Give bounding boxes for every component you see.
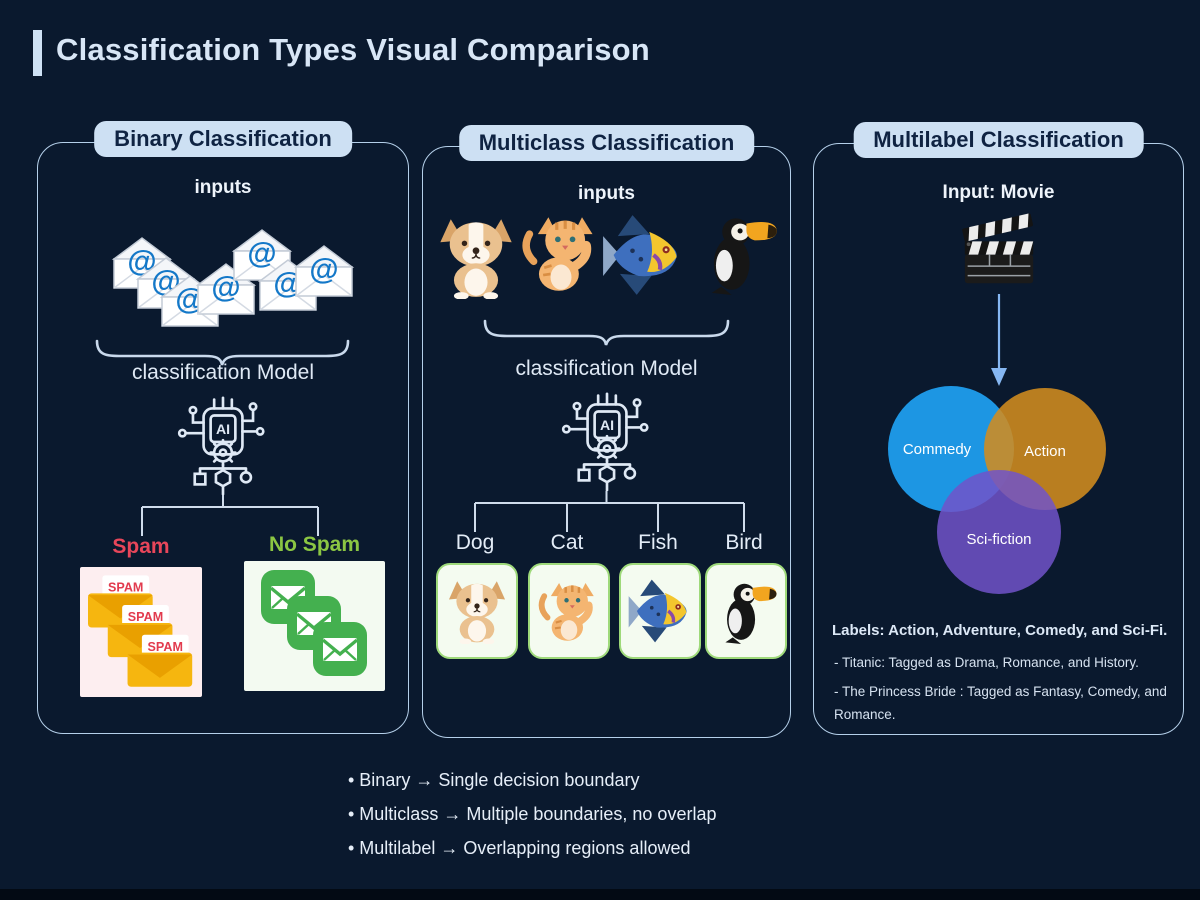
page-title: Classification Types Visual Comparison [56, 32, 650, 67]
spam-note-text: SPAM [148, 640, 183, 654]
email-cluster [110, 221, 356, 333]
multiclass-tree-connector [474, 491, 745, 532]
email-icon [292, 243, 356, 299]
panel-multiclass-classification: Multiclass Classification inputs classif… [422, 125, 791, 738]
corgi-icon [434, 215, 518, 299]
clapperboard-icon [961, 213, 1033, 284]
spam-example-image: SPAM SPAM SPAM [80, 567, 202, 697]
binary-tree-connector [141, 495, 319, 536]
venn-action-label: Action [1024, 443, 1066, 460]
multilabel-input-label: Input: Movie [942, 182, 1055, 203]
binary-inputs-label: inputs [194, 177, 252, 198]
spam-note-text: SPAM [108, 581, 143, 595]
footer-bullet-multilabel: • Multilabel → Overlapping regions allow… [348, 838, 691, 858]
spam-note-text: SPAM [128, 610, 163, 624]
underbrace-icon [483, 319, 730, 346]
panel-binary-classification: Binary Classification inputs classificat… [37, 121, 409, 734]
spam-envelopes-icon: SPAM SPAM SPAM [88, 575, 193, 687]
multiclass-output-cat-label: Cat [550, 531, 584, 554]
example-princess-bride: - The Princess Bride : Tagged as Fantasy… [834, 684, 1167, 722]
dog-output-image [436, 563, 518, 659]
nospam-example-image [244, 561, 385, 691]
bird-output-image [705, 563, 787, 659]
panel-multiclass-title: Multiclass Classification [458, 125, 755, 161]
venn-scifi-label: Sci-fiction [966, 531, 1032, 548]
toucan-icon [713, 578, 779, 644]
multilabel-examples: - Titanic: Tagged as Drama, Romance, and… [834, 652, 1170, 733]
ai-chip-icon: AI [177, 396, 265, 495]
binary-output-spam-label: Spam [112, 535, 170, 558]
angelfish-icon [601, 213, 685, 297]
multiclass-inputs-label: inputs [578, 183, 635, 204]
multiclass-output-fish-label: Fish [638, 531, 678, 554]
down-arrow-icon [990, 294, 1007, 386]
toucan-icon [696, 211, 780, 295]
footer-bullet-binary: • Binary → Single decision boundary [348, 770, 640, 790]
binary-output-nospam-label: No Spam [268, 533, 360, 556]
binary-model-label: classification Model [131, 361, 315, 384]
kitten-icon [536, 578, 602, 644]
multiclass-output-dog-label: Dog [455, 531, 495, 554]
cat-output-image [528, 563, 610, 659]
fish-output-image [619, 563, 701, 659]
panel-multilabel-classification: Multilabel Classification Input: Movie C… [813, 122, 1184, 735]
corgi-icon [444, 578, 510, 644]
underbrace-icon [95, 339, 350, 366]
angelfish-icon [627, 578, 693, 644]
footer-bullet-multiclass: • Multiclass → Multiple boundaries, no o… [348, 804, 717, 824]
green-mail-icons [260, 570, 367, 676]
kitten-icon [519, 211, 603, 295]
venn-comedy-label: Commedy [902, 441, 972, 458]
bottom-bar [0, 889, 1200, 900]
panel-multilabel-title: Multilabel Classification [853, 122, 1144, 158]
venn-scifi-circle [937, 470, 1061, 594]
example-titanic: - Titanic: Tagged as Drama, Romance, and… [834, 655, 1139, 670]
ai-chip-label: AI [599, 417, 613, 433]
ai-chip-icon: AI [561, 392, 649, 491]
multiclass-output-bird-label: Bird [725, 531, 763, 554]
panel-binary-title: Binary Classification [94, 121, 352, 157]
footer-summary: • Binary → Single decision boundary • Mu… [348, 763, 716, 865]
multilabel-labels-line: Labels: Action, Adventure, Comedy, and S… [832, 622, 1168, 639]
ai-chip-label: AI [216, 421, 230, 437]
multiclass-model-label: classification Model [515, 357, 698, 380]
title-accent-bar [33, 30, 42, 76]
